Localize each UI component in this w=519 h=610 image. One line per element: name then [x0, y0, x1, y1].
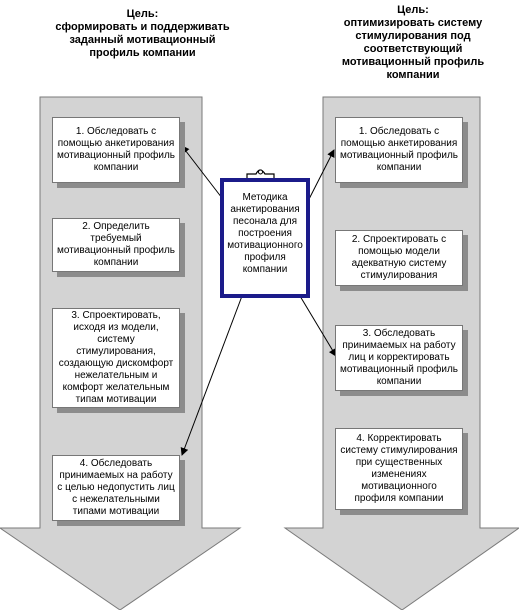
center-clipboard: Методика анкетирования песонала для пост…: [220, 178, 310, 298]
left-step-2-text: 2. Определить требуемый мотивационный пр…: [57, 221, 176, 268]
connector-right-1: [305, 149, 335, 206]
left-step-4-text: 4. Обследовать принимаемых на работу с ц…: [57, 458, 175, 517]
left-step-3-text: 3. Спроектировать, исходя из модели, сис…: [58, 310, 174, 405]
left-goal-label: Цель:: [126, 8, 159, 20]
right-step-1-text: 1. Обследовать с помощью анкетирования м…: [340, 126, 459, 173]
right-step-4-text: 4. Корректировать систему стимулирования…: [340, 433, 458, 504]
right-step-3-text: 3. Обследовать принимаемых на работу лиц…: [340, 328, 459, 387]
connector-left-4: [180, 295, 243, 456]
left-goal-text: сформировать и поддерживать заданный мот…: [55, 21, 230, 59]
center-method-text: Методика анкетирования песонала для пост…: [227, 192, 303, 275]
right-step-1: 1. Обследовать с помощью анкетирования м…: [335, 117, 463, 183]
left-step-3: 3. Спроектировать, исходя из модели, сис…: [52, 308, 180, 408]
left-goal: Цель: сформировать и поддерживать заданн…: [50, 8, 235, 60]
left-step-1: 1. Обследовать с помощью анкетирования м…: [52, 117, 180, 183]
right-goal-label: Цель:: [397, 4, 429, 16]
right-goal-text: оптимизировать систему стимулирования по…: [341, 17, 485, 81]
right-step-4: 4. Корректировать систему стимулирования…: [335, 428, 463, 510]
left-step-2: 2. Определить требуемый мотивационный пр…: [52, 218, 180, 272]
left-step-1-text: 1. Обследовать с помощью анкетирования м…: [57, 126, 176, 173]
left-step-4: 4. Обследовать принимаемых на работу с ц…: [52, 455, 180, 521]
connector-left-1: [181, 145, 223, 199]
right-step-2-text: 2. Спроектировать с помощью модели адекв…: [351, 234, 447, 281]
right-step-3: 3. Обследовать принимаемых на работу лиц…: [335, 325, 463, 391]
connector-right-3: [299, 295, 337, 357]
right-step-2: 2. Спроектировать с помощью модели адекв…: [335, 230, 463, 286]
right-goal: Цель: оптимизировать систему стимулирова…: [318, 4, 508, 82]
